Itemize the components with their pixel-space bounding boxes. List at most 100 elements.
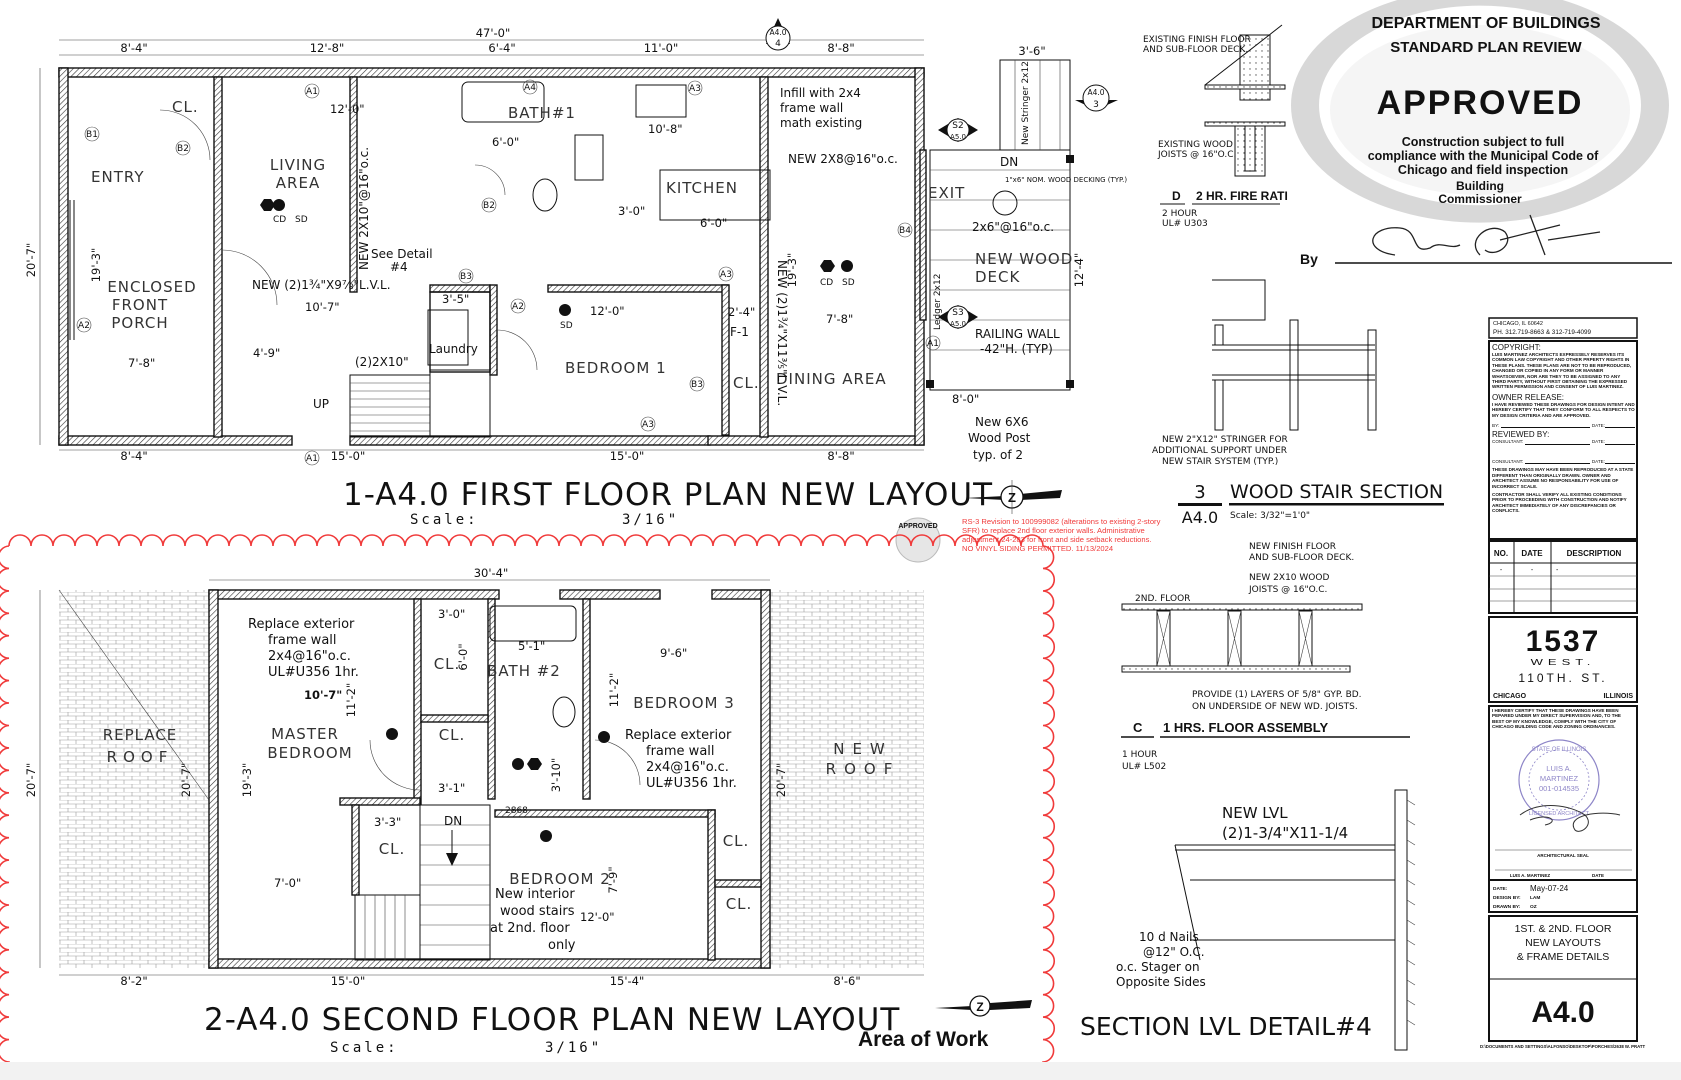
dim: 3'-10" xyxy=(549,758,563,793)
stamp-by: By xyxy=(1300,251,1318,267)
detail-note: ADDITIONAL SUPPORT UNDER xyxy=(1152,446,1287,456)
dim: 19'-3" xyxy=(785,253,799,288)
consultant-label: CONSULTANT: xyxy=(1492,458,1524,464)
dim-bottom: 15'-0" xyxy=(331,449,366,463)
detail-letter: C xyxy=(1133,720,1143,735)
detail-note: (2)1-3/4"X11-1/4 xyxy=(1222,824,1348,842)
dim: 3'-0" xyxy=(618,204,645,218)
reviewed-by-heading: REVIEWED BY: xyxy=(1492,430,1550,440)
commissioner-signature xyxy=(1372,214,1601,256)
detail-note: NEW 2"X12" STRINGER FOR xyxy=(1162,435,1288,445)
detail-note: AND SUB-FLOOR DECK. xyxy=(1143,45,1248,55)
rev-cell: - xyxy=(1531,567,1534,574)
note-replace-wall: 2x4@16"o.c. xyxy=(646,760,729,775)
dim-top: 6'-4" xyxy=(488,41,515,55)
scale-disclaimer: THESE DRAWINGS MAY HAVE BEEN REPRODUCED … xyxy=(1492,467,1634,489)
tag: A3 xyxy=(689,84,701,94)
note-joist-2x10: NEW 2X10"@16"o.c. xyxy=(357,147,371,270)
stamp-review: STANDARD PLAN REVIEW xyxy=(1390,39,1582,56)
room-label-porch: FRONT xyxy=(112,296,168,314)
stamp-condition: compliance with the Municipal Code of xyxy=(1368,149,1599,163)
detail-note: NEW FINISH FLOOR xyxy=(1249,542,1336,552)
dim: 3'-3" xyxy=(374,815,401,829)
dim: 3'-1" xyxy=(438,781,465,795)
dim-bottom: 15'-4" xyxy=(610,974,645,988)
dim-bottom: 8'-4" xyxy=(120,449,147,463)
detail-letter: D xyxy=(1172,189,1181,203)
seal-state: STATE OF ILLINOIS xyxy=(1532,747,1587,753)
note-infill: Infill with 2x4 xyxy=(780,86,861,100)
owner-release-heading: OWNER RELEASE: xyxy=(1492,392,1565,402)
note-infill: math existing xyxy=(780,116,862,130)
design-by-label: DESIGN BY: xyxy=(1493,895,1521,901)
dim: 12'-0" xyxy=(330,102,365,116)
dim-top: 11'-0" xyxy=(644,41,679,55)
revision-note-line: SFR) to replace 2nd floor exterior walls… xyxy=(962,526,1145,535)
detail-sheet: A4.0 xyxy=(1182,508,1218,527)
room-label-living: AREA xyxy=(276,174,320,192)
detail-note: ON UNDERSIDE OF NEW WD. JOISTS. xyxy=(1192,702,1358,712)
dim: 11'-2" xyxy=(344,683,358,718)
note-post: New 6X6 xyxy=(975,415,1028,429)
sheet-title: NEW LAYOUTS xyxy=(1525,937,1601,949)
smoke-detector-label: SD xyxy=(842,278,855,288)
marker-sheet: A4.0 xyxy=(769,28,786,37)
note-railing: RAILING WALL xyxy=(975,327,1060,341)
room-label-new-roof: ROOF xyxy=(826,760,901,778)
dim-bottom: 8'-8" xyxy=(827,449,854,463)
room-label-kitchen: KITCHEN xyxy=(666,179,738,197)
north-arrow-label: Z xyxy=(1008,490,1016,505)
dim-side: 20'-7" xyxy=(774,763,788,798)
smoke-detector-label: CD xyxy=(273,215,286,225)
room-label-closet: CL. xyxy=(723,832,750,850)
seal-number: 001-014535 xyxy=(1539,784,1579,793)
dim: 11'-2" xyxy=(607,673,621,708)
dim-overall: 47'-0" xyxy=(476,26,511,40)
detail-number: 3 xyxy=(1194,482,1205,503)
dim: 5'-1" xyxy=(518,639,545,653)
detail-3-wood-stair-section: NEW 2"X12" STRINGER FOR ADDITIONAL SUPPO… xyxy=(1152,279,1444,527)
revision-note: APPROVED RS-3 Revision to 100999082 (alt… xyxy=(895,517,1161,563)
room-label-replace-roof: REPLACE xyxy=(103,726,178,744)
dim: 4'-9" xyxy=(253,346,280,360)
note-header: (2)2X10" xyxy=(355,355,409,369)
section-marker-s2: S2 A5.0 xyxy=(938,118,978,142)
room-label-bath: BATH#1 xyxy=(508,104,576,122)
address-city: CHICAGO xyxy=(1493,693,1527,700)
marker-label: 4 xyxy=(775,39,781,49)
second-floor-plan: Z 30'-4" 8'-2" 15'-0" 15'-4" 8'-6" 20'-7… xyxy=(24,566,1032,1056)
stair-up-label: UP xyxy=(313,397,329,411)
note-infill: frame wall xyxy=(780,101,843,115)
room-label-bath-2: BATH #2 xyxy=(487,662,561,680)
room-label-closet: CL. xyxy=(379,840,406,858)
room-label-new-roof: NEW xyxy=(833,740,893,758)
sheet-title: 1ST. & 2ND. FLOOR xyxy=(1515,923,1612,935)
section-marker-s3: S3 A5.0 xyxy=(938,305,978,329)
rev-cell: - xyxy=(1556,567,1559,574)
area-of-work-label: Area of Work xyxy=(858,1028,989,1051)
dim-overall: 30'-4" xyxy=(474,566,509,580)
note-ledger: Ledger 2x12 xyxy=(933,274,943,330)
address-number: 1537 xyxy=(1526,625,1601,658)
tag: A3 xyxy=(642,420,654,430)
architect-date-label: DATE xyxy=(1592,873,1604,878)
architect-phone: PH. 312.719-8663 & 312-719-4099 xyxy=(1493,329,1592,336)
dim-top: 12'-8" xyxy=(310,41,345,55)
wall-tags: A1 B1 B2 A2 A4 A3 B2 B3 A2 B3 A3 A3 A1 B… xyxy=(76,79,941,466)
detail-marker-4: A4.0 4 xyxy=(765,18,791,51)
revision-note-line: NO VINYL SIDING PERMITTED. 11/13/2024 xyxy=(962,544,1113,553)
mini-approved-stamp: APPROVED xyxy=(895,517,941,563)
stair-dn-label: DN xyxy=(1000,155,1018,169)
note-replace-wall: frame wall xyxy=(646,744,715,759)
detail-note: JOISTS @ 16"O.C. xyxy=(1157,150,1236,160)
copyright-text: LUIS MARTINEZ ARCHITECTS EXPRESSELY RESE… xyxy=(1492,352,1632,390)
stamp-condition: Chicago and field inspection xyxy=(1398,163,1568,177)
dim-side: 20'-7" xyxy=(24,243,38,278)
note-replace-wall: Replace exterior xyxy=(625,728,732,743)
dim-side: 20'-7" xyxy=(24,763,38,798)
room-label-deck: DECK xyxy=(975,268,1021,286)
room-label-f1: F-1 xyxy=(730,325,749,339)
note-deck-joist: 2x6"@16"o.c. xyxy=(972,220,1054,234)
detail-title: SECTION LVL DETAIL#4 xyxy=(1080,1012,1372,1041)
